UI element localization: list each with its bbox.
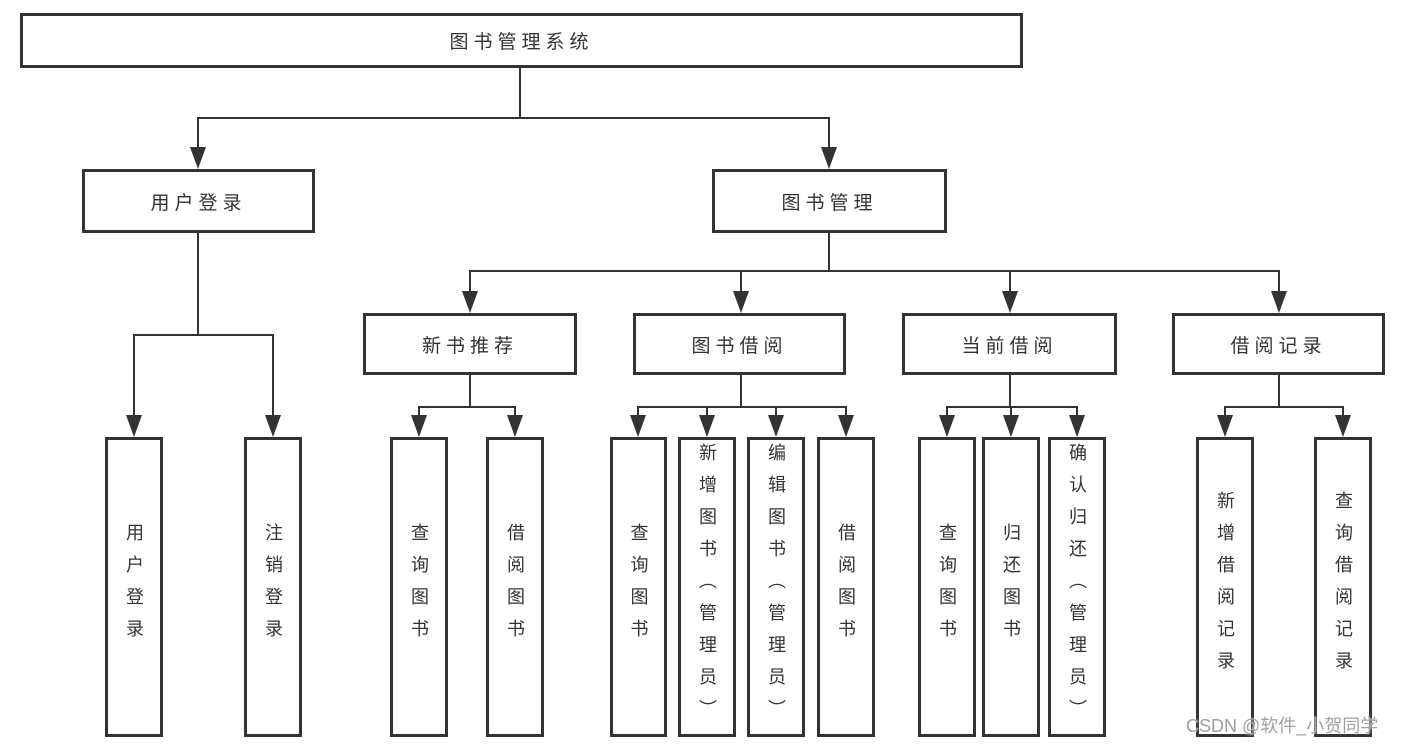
leaf-user-login: 用户登录 [105, 437, 163, 737]
arrow-down-cb-confirm [1069, 415, 1085, 437]
node-current-borrow-label: 当前借阅 [961, 335, 1058, 357]
arrow-down-rec-borrow [507, 415, 523, 437]
connector-group1-rail [133, 334, 274, 336]
leaf-bb-add-books-admin: 新增图书（管理员） [678, 437, 736, 737]
leaf-bb-query-books-label: 查询图书 [628, 523, 649, 651]
arrow-down-borrow-records [1271, 291, 1287, 313]
connector-stem-bb-add [706, 406, 708, 415]
leaf-br-add-record-label: 新增借阅记录 [1215, 491, 1235, 683]
connector-group4-rail [946, 406, 1078, 408]
leaf-bb-borrow-books: 借阅图书 [817, 437, 875, 737]
connector-stem-current-borrow [1009, 270, 1011, 291]
connector-stem-rec-query [418, 406, 420, 415]
leaf-bb-edit-books-admin: 编辑图书（管理员） [747, 437, 805, 737]
connector-stem-br-add [1224, 406, 1226, 415]
leaf-bb-add-books-admin-label: 新增图书（管理员） [697, 443, 717, 731]
connector-stem-bb-edit [775, 406, 777, 415]
connector-stem-book-mgmt [828, 117, 830, 149]
leaf-br-add-record: 新增借阅记录 [1196, 437, 1254, 737]
node-borrow-records-label: 借阅记录 [1230, 335, 1327, 357]
leaf-cb-confirm-return-admin-label: 确认归还（管理员） [1067, 443, 1087, 731]
connector-group5-rail [1224, 406, 1344, 408]
leaf-rec-borrow-books: 借阅图书 [486, 437, 544, 737]
connector-stem-leaf-logout [272, 334, 274, 415]
connector-stem-cb-query [946, 406, 948, 415]
arrow-down-bb-query [630, 415, 646, 437]
arrow-down-book-mgmt [821, 147, 837, 169]
node-user-login: 用户登录 [82, 169, 315, 233]
arrow-down-book-borrow [733, 291, 749, 313]
connector-level1-rail [197, 117, 830, 119]
leaf-br-query-record-label: 查询借阅记录 [1333, 491, 1353, 683]
arrow-down-user-login [190, 147, 206, 169]
connector-stem-new-book-rec [469, 270, 471, 291]
leaf-user-login-label: 用户登录 [124, 523, 144, 651]
node-book-mgmt: 图书管理 [712, 169, 947, 233]
leaf-bb-query-books: 查询图书 [610, 437, 667, 737]
arrow-down-bb-edit [768, 415, 784, 437]
arrow-down-br-query [1335, 415, 1351, 437]
node-new-book-rec: 新书推荐 [363, 313, 577, 375]
leaf-cb-return-books: 归还图书 [982, 437, 1040, 737]
leaf-cb-confirm-return-admin: 确认归还（管理员） [1048, 437, 1106, 737]
connector-current-borrow-drop [1009, 373, 1011, 407]
node-user-login-label: 用户登录 [150, 192, 247, 214]
arrow-down-br-add [1217, 415, 1233, 437]
leaf-bb-edit-books-admin-label: 编辑图书（管理员） [766, 443, 786, 731]
connector-stem-br-query [1342, 406, 1344, 415]
node-book-mgmt-label: 图书管理 [781, 192, 878, 214]
leaf-rec-query-books-label: 查询图书 [409, 523, 429, 651]
arrow-down-cb-query [939, 415, 955, 437]
connector-stem-user-login [197, 117, 199, 149]
leaf-bb-borrow-books-label: 借阅图书 [836, 523, 856, 651]
leaf-rec-query-books: 查询图书 [390, 437, 448, 737]
node-borrow-records: 借阅记录 [1172, 313, 1385, 375]
connector-stem-cb-confirm [1076, 406, 1078, 415]
connector-group3-rail [637, 406, 847, 408]
leaf-cb-query-books: 查询图书 [918, 437, 976, 737]
connector-borrow-records-drop [1278, 373, 1280, 407]
connector-user-login-drop [197, 231, 199, 335]
connector-stem-book-borrow [740, 270, 742, 291]
connector-new-book-rec-drop [469, 373, 471, 407]
arrow-down-new-book-rec [462, 291, 478, 313]
leaf-logout: 注销登录 [244, 437, 302, 737]
connector-book-mgmt-drop [828, 231, 830, 271]
connector-stem-bb-query [637, 406, 639, 415]
connector-stem-bb-borrow [845, 406, 847, 415]
leaf-rec-borrow-books-label: 借阅图书 [505, 523, 525, 651]
arrow-down-current-borrow [1002, 291, 1018, 313]
node-new-book-rec-label: 新书推荐 [421, 335, 518, 357]
arrow-down-leaf-user-login [126, 415, 142, 437]
arrow-down-bb-borrow [838, 415, 854, 437]
node-root-label: 图书管理系统 [449, 32, 594, 53]
connector-level2-rail [469, 270, 1280, 272]
node-book-borrow-label: 图书借阅 [691, 335, 788, 357]
connector-stem-leaf-user-login [133, 334, 135, 415]
arrow-down-rec-query [411, 415, 427, 437]
connector-root-drop [519, 66, 521, 118]
arrow-down-leaf-logout [265, 415, 281, 437]
arrow-down-cb-return [1003, 415, 1019, 437]
connector-stem-cb-return [1010, 406, 1012, 415]
leaf-logout-label: 注销登录 [263, 523, 283, 651]
node-book-borrow: 图书借阅 [633, 313, 846, 375]
arrow-down-bb-add [699, 415, 715, 437]
leaf-cb-return-books-label: 归还图书 [1001, 523, 1021, 651]
node-current-borrow: 当前借阅 [902, 313, 1117, 375]
connector-stem-borrow-records [1278, 270, 1280, 291]
leaf-br-query-record: 查询借阅记录 [1314, 437, 1372, 737]
watermark-text: CSDN @软件_小贺同学 [1186, 716, 1379, 736]
connector-stem-rec-borrow [514, 406, 516, 415]
leaf-cb-query-books-label: 查询图书 [937, 523, 957, 651]
node-root: 图书管理系统 [20, 13, 1023, 68]
connector-book-borrow-drop [740, 373, 742, 407]
connector-group2-rail [418, 406, 516, 408]
